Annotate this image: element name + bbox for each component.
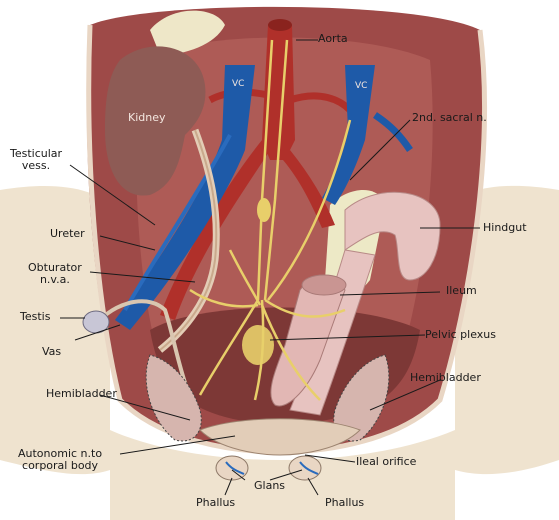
hindgut-bowel xyxy=(344,191,441,281)
label-autonomic-nerve: Autonomic n.to corporal body xyxy=(18,448,102,472)
label-hindgut: Hindgut xyxy=(483,221,527,234)
ureter-left-inner xyxy=(159,129,218,351)
pubic-fold xyxy=(199,418,361,456)
leader-lines xyxy=(60,39,480,496)
label-obturator-line1: Obturator xyxy=(28,261,82,274)
phallus-groove-right xyxy=(299,461,319,475)
kidney-shape xyxy=(105,46,206,196)
label-vena-cava-right: VC xyxy=(355,81,368,91)
label-vas: Vas xyxy=(42,345,62,358)
label-ileal-orifice: Ileal orifice xyxy=(356,455,417,468)
label-hemibladder-left: Hemibladder xyxy=(46,387,117,400)
label-autonomic-line1: Autonomic n.to xyxy=(18,447,103,460)
label-vena-cava-left: VC xyxy=(232,79,245,89)
label-pelvic-plexus: Pelvic plexus xyxy=(425,328,497,341)
label-testicular-line2: vess. xyxy=(21,159,51,172)
skin-surface-right xyxy=(455,185,559,475)
label-obturator-line2: n.v.a. xyxy=(39,273,70,286)
label-testicular-vessels: Testicular vess. xyxy=(10,148,62,172)
adrenal-fat xyxy=(150,10,225,56)
vena-cava-right xyxy=(322,65,375,205)
label-ileum: Ileum xyxy=(446,284,477,297)
label-phallus-right: Phallus xyxy=(325,496,365,509)
sacral-ganglion xyxy=(257,198,271,222)
label-testicular-line1: Testicular xyxy=(10,147,63,160)
label-glans: Glans xyxy=(254,479,286,492)
testicular-vein xyxy=(123,134,232,312)
vein-branch xyxy=(373,112,413,152)
skin-surface xyxy=(0,185,110,475)
label-second-sacral-nerve: 2nd. sacral n. xyxy=(412,111,487,124)
label-phallus-left: Phallus xyxy=(196,496,236,509)
label-obturator: Obturator n.v.a. xyxy=(28,262,82,286)
label-autonomic-line2: corporal body xyxy=(22,459,99,472)
pelvic-plexus-ganglion xyxy=(242,325,274,365)
label-ureter: Ureter xyxy=(50,227,85,240)
label-aorta: Aorta xyxy=(318,32,348,45)
nerve-plexus xyxy=(189,39,352,401)
right-renal-a xyxy=(288,92,353,113)
ileum-opening xyxy=(301,274,347,296)
label-kidney: Kidney xyxy=(128,111,166,124)
label-hemibladder-right: Hemibladder xyxy=(410,371,481,384)
aorta-top xyxy=(268,19,292,31)
phallus-groove-left xyxy=(225,461,245,475)
lower-skin xyxy=(110,430,455,520)
label-testis: Testis xyxy=(20,310,51,323)
